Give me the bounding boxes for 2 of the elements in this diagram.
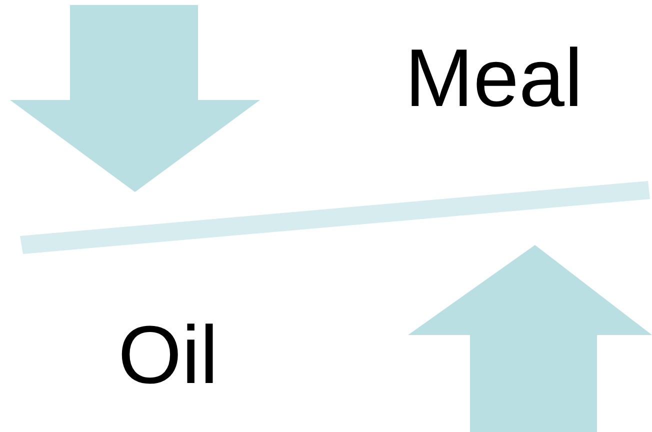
- label-text: Oil: [118, 315, 218, 397]
- label-text: Meal: [405, 38, 583, 120]
